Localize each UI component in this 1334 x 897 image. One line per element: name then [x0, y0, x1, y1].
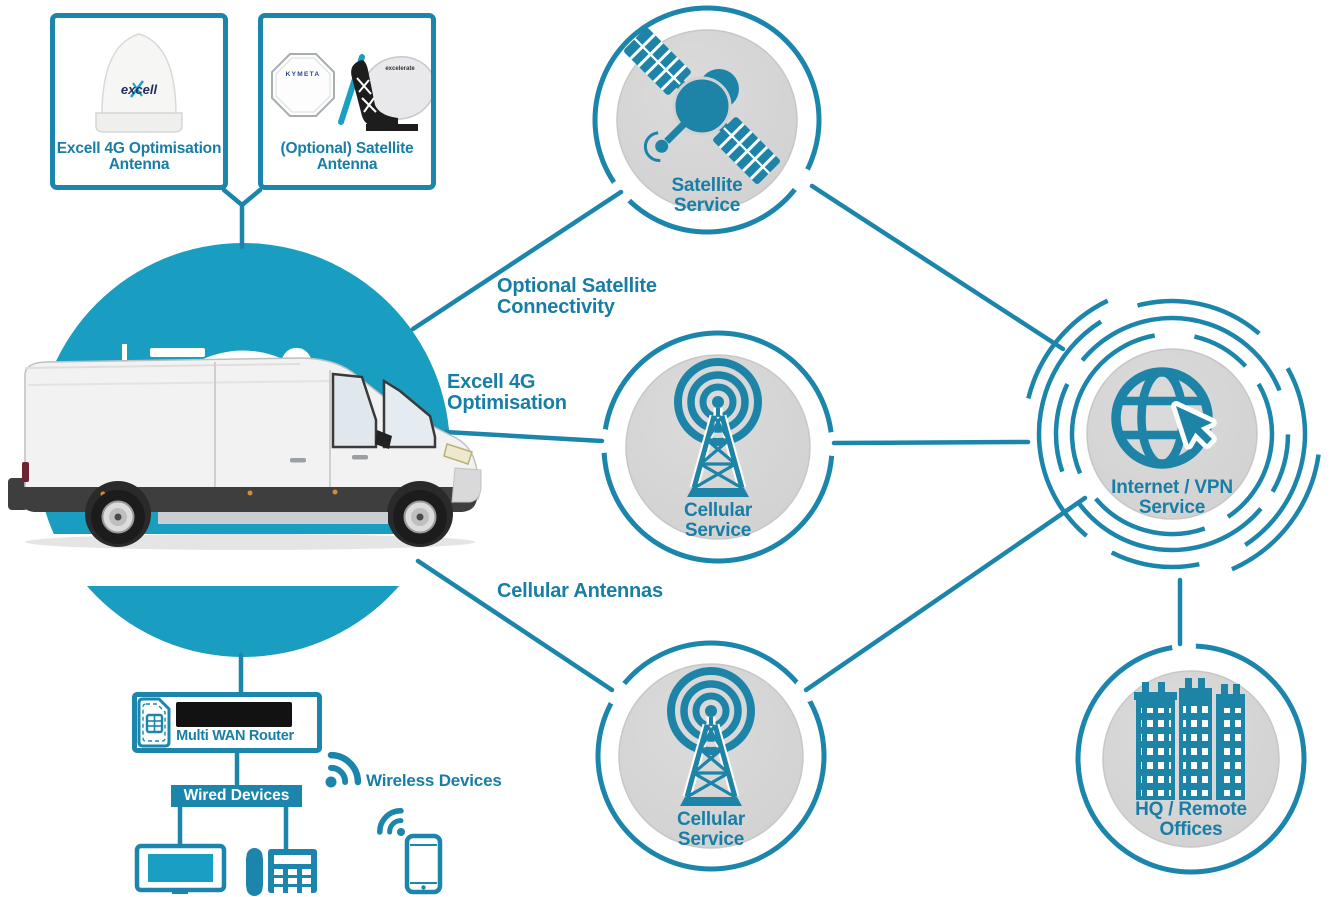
cellular-mid-to-internet-line: [831, 439, 1031, 446]
link-label-cellular: Cellular Antennas: [497, 580, 663, 602]
van-shadow-backdrop: [28, 534, 460, 586]
van-to-cellular-bottom-line: [415, 558, 615, 693]
smartphone-icon: [377, 808, 443, 895]
link-label-optimisation: Excell 4G Optimisation: [447, 371, 567, 415]
desk-phone-icon: [246, 848, 317, 896]
wifi-icon: [325, 751, 362, 788]
van-to-satellite-line: [410, 189, 624, 332]
hq-node-label: HQ / Remote Offices: [1135, 799, 1247, 841]
cell-tower-icon: [667, 667, 755, 806]
router-device-image: [176, 702, 292, 727]
cursor-arrow-icon: [1171, 401, 1217, 450]
satellite-to-internet-line: [809, 183, 1066, 352]
van-front-wheel: [393, 490, 447, 544]
dish-logo-text: excelerate: [385, 66, 415, 72]
van-to-cellular-mid-line: [442, 429, 605, 444]
cell-tower-icon: [674, 358, 762, 497]
dome-antenna-image: [95, 33, 183, 133]
equipment-box-excell-antenna: [50, 13, 228, 190]
excell-antenna-caption: Excell 4G Optimisation Antenna: [56, 140, 222, 174]
satellite-node-label: Satellite Service: [671, 175, 743, 217]
van-rear-wheel: [91, 490, 145, 544]
cellular-mid-node-label: Cellular Service: [683, 500, 753, 542]
wireless-devices-label: Wireless Devices: [366, 771, 502, 790]
satellite-icon: [624, 28, 780, 184]
globe-cursor-icon: [1111, 367, 1217, 469]
excell-logo-text: excell: [120, 82, 158, 97]
link-label-satellite: Optional Satellite Connectivity: [497, 275, 657, 319]
wired-devices-badge: Wired Devices: [171, 785, 302, 807]
sim-card-icon: [137, 697, 171, 748]
buildings-icon: [1134, 678, 1245, 800]
router-box: [132, 692, 322, 753]
cellular-bottom-node-label: Cellular Service: [676, 809, 746, 851]
connector-lines: [177, 183, 1183, 853]
smartphone-wifi-waves-icon: [377, 808, 405, 836]
dish-antenna-image: [351, 56, 436, 131]
equipment-box-satellite-antenna: [258, 13, 436, 190]
cellular-bottom-to-internet-line: [803, 495, 1088, 693]
van-image: [8, 344, 482, 550]
satellite-antenna-caption: (Optional) Satellite Antenna: [280, 140, 414, 174]
monitor-icon: [134, 843, 227, 894]
router-label: Multi WAN Router: [176, 728, 294, 744]
kymeta-logo-text: KYMETA: [285, 71, 321, 78]
internet-node-label: Internet / VPN Service: [1111, 477, 1233, 519]
flat-panel-antenna-image: [271, 53, 335, 117]
